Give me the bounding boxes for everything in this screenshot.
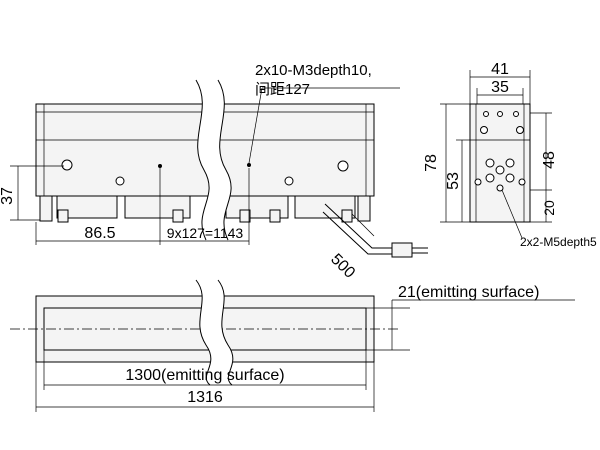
end-housing [469, 103, 531, 223]
break-line-left [195, 79, 210, 241]
dim-pitch-label: 9x127=1143 [167, 225, 244, 241]
dim-37-label: 37 [0, 187, 16, 205]
front-hole-4 [337, 160, 349, 172]
dim-53-label: 53 [445, 172, 462, 190]
dim-21-label: 21(emitting surface) [398, 284, 539, 301]
dim-1316-label: 1316 [187, 389, 223, 406]
front-hole-1 [61, 159, 73, 171]
front-thread-hole-2 [247, 163, 251, 167]
front-hole-2 [115, 176, 125, 186]
dim-35-label: 35 [491, 79, 509, 96]
dim-20-label: 20 [541, 200, 557, 216]
cable [324, 203, 392, 249]
tap-note: 2x2-M5depth5 [520, 235, 597, 249]
hole-note-line2: 间距127 [255, 81, 310, 98]
connector [391, 242, 413, 258]
dim-1300-label: 1300(emitting surface) [125, 367, 284, 384]
dim-86-5-label: 86.5 [84, 225, 115, 242]
front-hole-3 [284, 176, 294, 186]
hole-note-line1: 2x10-M3depth10, [255, 62, 372, 79]
dim-78-label: 78 [423, 154, 440, 172]
end-tap-hole [496, 184, 504, 192]
front-view: 37 86.5 9x127=1143 2x10-M3depth10, 间距127… [0, 62, 428, 282]
top-view: 21(emitting surface) 1300(emitting surfa… [10, 279, 575, 412]
dim-48-label: 48 [541, 151, 558, 169]
front-thread-hole-1 [158, 164, 162, 168]
dim-500-label: 500 [327, 251, 358, 282]
break-line-right [217, 79, 232, 241]
dim-41-label: 41 [491, 61, 509, 78]
end-view: 41 35 78 53 48 20 2x2-M5depth5 [423, 61, 597, 249]
front-fins [39, 195, 371, 223]
